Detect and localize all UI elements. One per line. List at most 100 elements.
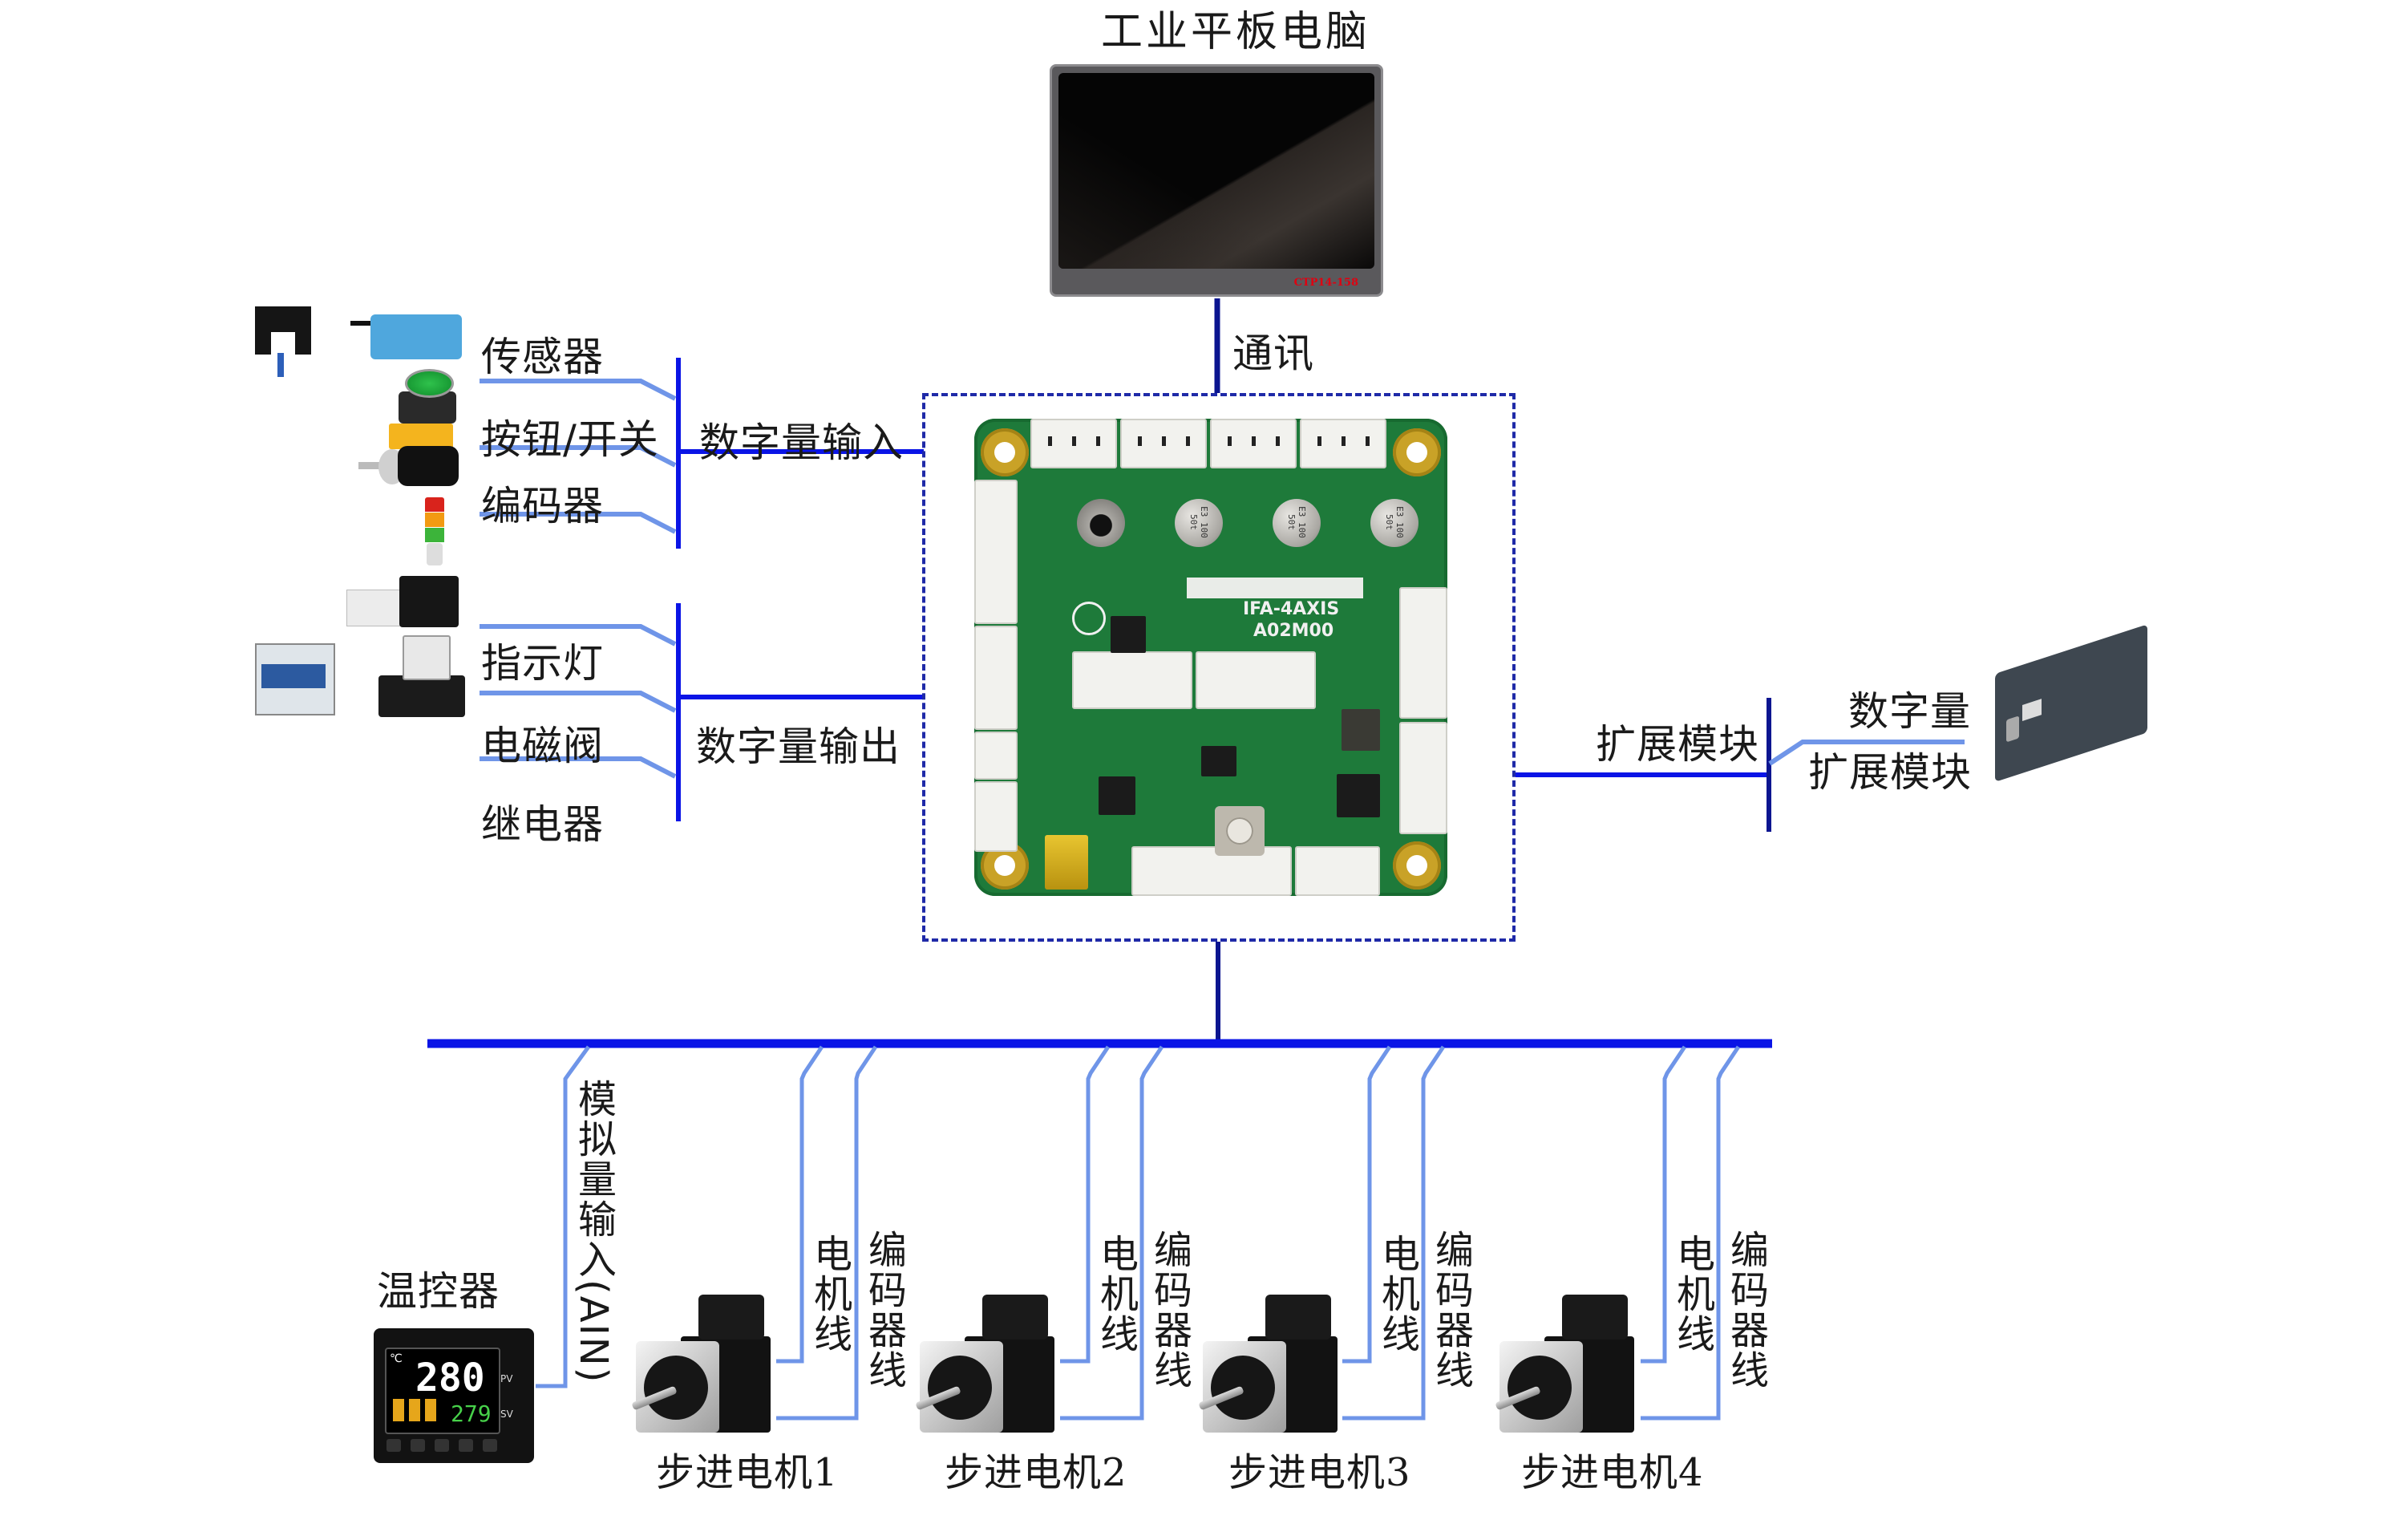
branch-motor1-power: [776, 1045, 824, 1364]
controller-boundary: [922, 393, 1516, 942]
label-pad: [1187, 578, 1363, 598]
motor-encoder-line-label: 编码器线: [861, 1230, 906, 1390]
pv-tag: PV: [500, 1373, 513, 1384]
temp-controller-display: ℃ 280 279: [385, 1348, 500, 1434]
tablet-model-label: CTP14-158: [1293, 277, 1358, 289]
motor-face-icon: [644, 1356, 708, 1420]
stepper-motor-3: [1198, 1291, 1343, 1436]
expansion-device-label-2: 扩展模块: [1808, 749, 1972, 796]
relay-icon: [378, 675, 465, 717]
ic-chip-icon: [1201, 746, 1236, 776]
sv-value: 279: [451, 1400, 492, 1427]
motor-power-line-label: 电机线: [807, 1234, 852, 1354]
motor-face-icon: [1211, 1356, 1275, 1420]
output-label-indicator: 指示灯: [481, 640, 604, 687]
branch-ain: [536, 1045, 591, 1388]
branch-motor4-power: [1641, 1045, 1687, 1364]
serial-port-icon: [2006, 715, 2019, 743]
ic-chip-icon: [1337, 774, 1380, 817]
rotary-switch-icon: [1215, 806, 1265, 856]
tablet-title: 工业平板电脑: [1101, 8, 1371, 56]
mount-hole-icon: [981, 428, 1029, 476]
tower-light-icon: [427, 543, 443, 565]
motor-encoder-cap-icon: [698, 1295, 764, 1340]
connector-cn13: [1072, 651, 1192, 709]
branch-motor2-encoder: [1060, 1045, 1164, 1421]
connector-cn6: [1120, 419, 1207, 468]
output-label-valve: 电磁阀: [481, 723, 604, 769]
ic-chip-icon: [1111, 616, 1146, 653]
branch-motor3-power: [1342, 1045, 1392, 1364]
slot-sensor-icon: [295, 306, 311, 355]
branch-motor2-power: [1060, 1045, 1111, 1364]
branch-encoder: [480, 512, 677, 534]
motor-power-line-label: 电机线: [1669, 1234, 1714, 1354]
slot-sensor-icon: [255, 306, 271, 355]
temp-controller-keypad: [386, 1439, 499, 1453]
proximity-sensor-cable-icon: [350, 321, 374, 326]
branch-relay: [480, 756, 677, 779]
usb-port-icon: [1045, 835, 1088, 890]
key-button: [411, 1439, 425, 1452]
connector-cn5: [1030, 419, 1117, 468]
branch-motor4-encoder: [1641, 1045, 1741, 1421]
expansion-device-label-1: 数字量: [1848, 688, 1971, 735]
motor-encoder-line-label: 编码器线: [1147, 1230, 1192, 1390]
tower-light-amber-icon: [425, 513, 444, 527]
ssr-label-icon: [261, 664, 326, 688]
encoder-shaft-icon: [358, 462, 382, 469]
stepper-motor-4: [1495, 1291, 1640, 1436]
connector-cn8: [1300, 419, 1386, 468]
connector-cn3: [974, 626, 1018, 730]
capacitor-icon: E3 100 50t: [1370, 499, 1418, 547]
push-button-base-icon: [389, 424, 453, 449]
motor-label: 步进电机2: [945, 1450, 1127, 1495]
stepper-motor-1: [631, 1291, 776, 1436]
expansion-bus-label: 扩展模块: [1596, 721, 1759, 768]
temperature-controller: ℃ 280 279 PV SV: [374, 1328, 534, 1463]
rohs-pb-free-icon: [1072, 602, 1106, 635]
sv-tag: SV: [500, 1408, 513, 1420]
analog-input-label: 模拟量输入(AIN): [571, 1079, 616, 1384]
output-label-relay: 继电器: [481, 801, 604, 848]
tablet-screen: [1058, 73, 1374, 269]
capacitor-icon: E3 100 50t: [1273, 499, 1321, 547]
motion-control-board: E3 100 50t E3 100 50t E3 100 50t IFA-4AX…: [974, 419, 1447, 896]
branch-indicator: [480, 624, 677, 646]
input-label-sensor: 传感器: [481, 334, 604, 380]
connector-cn1: [974, 781, 1018, 852]
solenoid-coil-icon: [399, 576, 459, 627]
key-button: [435, 1439, 449, 1452]
input-label-button: 按钮/开关: [481, 416, 659, 463]
motor-power-line-label: 电机线: [1093, 1234, 1138, 1354]
mount-hole-icon: [1393, 841, 1441, 890]
connector-cn10: [1399, 722, 1447, 834]
branch-button: [480, 445, 677, 468]
connector-cn4: [974, 480, 1018, 624]
ethernet-port-icon: [2022, 699, 2042, 721]
motor-power-line-label: 电机线: [1374, 1234, 1419, 1354]
branch-valve: [480, 691, 677, 713]
connector-cn7: [1210, 419, 1297, 468]
connector-cn12: [1131, 846, 1292, 896]
comm-label: 通讯: [1232, 330, 1314, 377]
connector-cn2: [974, 732, 1018, 780]
branch-sensor: [480, 379, 677, 401]
motor-encoder-cap-icon: [1265, 1295, 1331, 1340]
tower-light-green-icon: [425, 528, 444, 542]
key-button: [386, 1439, 401, 1452]
pv-value: 280: [415, 1356, 485, 1400]
relay-cover-icon: [403, 635, 451, 680]
connector-cn9: [1399, 587, 1447, 719]
motor-face-icon: [928, 1356, 992, 1420]
branch-expansion: [1768, 740, 1965, 766]
stepper-motor-2: [915, 1291, 1060, 1436]
slot-sensor-cable-icon: [277, 353, 284, 377]
tower-light-red-icon: [425, 497, 444, 512]
motor-encoder-line-label: 编码器线: [1428, 1230, 1473, 1390]
board-model: IFA-4AXIS: [1243, 599, 1340, 619]
status-indicator-icon: [393, 1399, 404, 1421]
inductor-icon: [1342, 709, 1380, 751]
motor-face-icon: [1508, 1356, 1572, 1420]
